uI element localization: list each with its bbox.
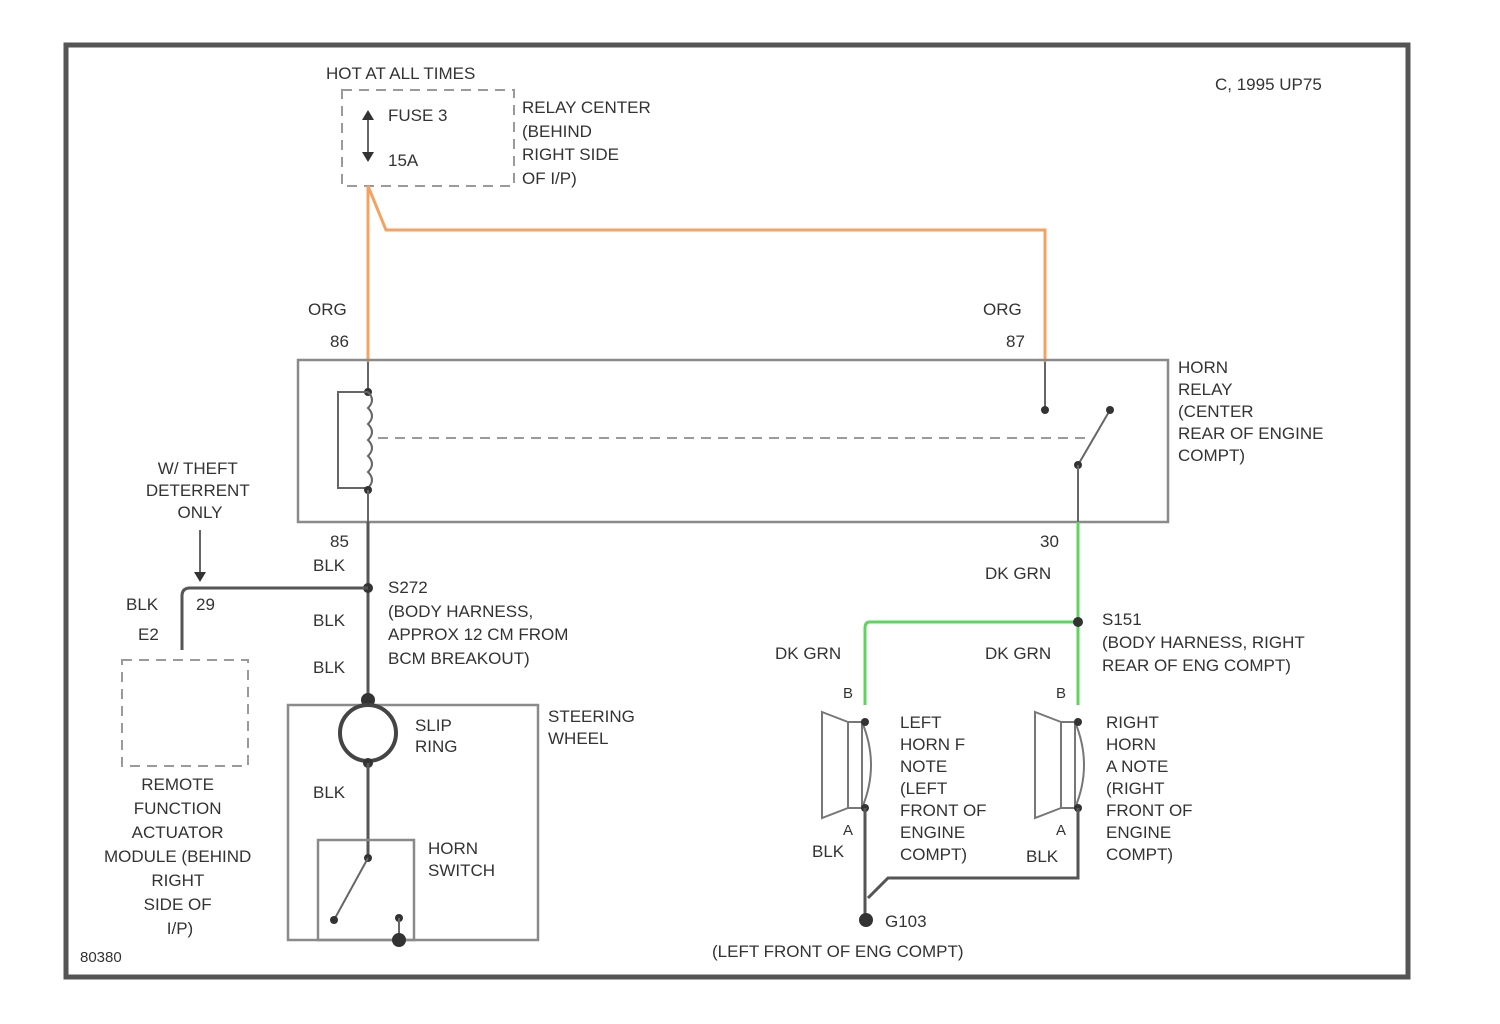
module-pin-29: 29 [196, 595, 215, 614]
wire-color-blk-left-horn: BLK [812, 842, 845, 861]
left-horn-symbol [822, 712, 871, 818]
slip-ring [340, 705, 396, 761]
fuse-name: FUSE 3 [388, 106, 448, 125]
relay-pin-86: 86 [330, 332, 349, 351]
relay-coil-frame [338, 392, 368, 488]
relay-pin-87: 87 [1006, 332, 1025, 351]
wire-color-org-left: ORG [308, 300, 347, 319]
slip-ring-label: SLIP RING [415, 716, 458, 756]
fuse-top-terminal [362, 110, 374, 120]
wire-color-dkgrn-2: DK GRN [775, 644, 841, 663]
ground-location: (LEFT FRONT OF ENG COMPT) [712, 942, 964, 961]
wire-color-org-right: ORG [983, 300, 1022, 319]
wire-color-dkgrn-3: DK GRN [985, 644, 1051, 663]
wire-color-blk-right-horn: BLK [1026, 847, 1059, 866]
right-horn-symbol [1035, 712, 1084, 818]
wire-color-dkgrn-1: DK GRN [985, 564, 1051, 583]
remote-function-module-label: REMOTE FUNCTION ACTUATOR MODULE (BEHIND … [104, 775, 256, 938]
horn-switch-label: HORN SWITCH [428, 839, 495, 880]
wire-color-blk-2: BLK [313, 611, 346, 630]
diagram-id: 80380 [80, 949, 122, 966]
splice-s151-label: S151 (BODY HARNESS, RIGHT REAR OF ENG CO… [1102, 610, 1309, 675]
fuse-rating: 15A [388, 151, 419, 170]
left-horn-label: LEFT HORN F NOTE (LEFT FRONT OF ENGINE C… [900, 713, 991, 864]
right-horn-pin-a: A [1056, 822, 1066, 839]
splice-s151-dot [1073, 617, 1083, 627]
horn-relay-box [298, 360, 1168, 522]
anti-theft-note: W/ THEFT DETERRENT ONLY [146, 459, 254, 522]
right-horn-pin-b: B [1056, 685, 1066, 702]
horn-relay-label: HORN RELAY (CENTER REAR OF ENGINE COMPT) [1178, 358, 1328, 465]
model-note: C, 1995 UP75 [1215, 75, 1322, 94]
power-label: HOT AT ALL TIMES [326, 64, 475, 83]
wire-color-blk-3: BLK [313, 658, 346, 677]
anti-theft-arrow [194, 572, 206, 582]
ground-g103-dot [859, 913, 873, 927]
module-pin-e2: E2 [138, 625, 159, 644]
horn-switch-ground [392, 933, 406, 947]
left-horn-pin-a: A [843, 822, 853, 839]
ground-id: G103 [885, 912, 927, 931]
orange-feed-wire [368, 186, 1045, 362]
splice-s272-label: S272 (BODY HARNESS, APPROX 12 CM FROM BC… [388, 578, 573, 668]
steering-wheel-label: STEERING WHEEL [548, 707, 640, 748]
fuse-location: RELAY CENTER (BEHIND RIGHT SIDE OF I/P) [522, 98, 656, 188]
wire-color-blk-branch: BLK [126, 595, 159, 614]
wire-color-blk-1: BLK [313, 556, 346, 575]
wire-color-blk-4: BLK [313, 783, 346, 802]
relay-pin-30: 30 [1040, 532, 1059, 551]
relay-coil [368, 392, 372, 488]
relay-pin-85: 85 [330, 532, 349, 551]
remote-function-module-box [122, 660, 248, 766]
left-horn-pin-b: B [843, 685, 853, 702]
fuse-bottom-terminal [362, 152, 374, 162]
diagram-frame [66, 45, 1408, 977]
right-horn-label: RIGHT HORN A NOTE (RIGHT FRONT OF ENGINE… [1106, 713, 1197, 864]
horn-switch-contact [334, 858, 368, 920]
